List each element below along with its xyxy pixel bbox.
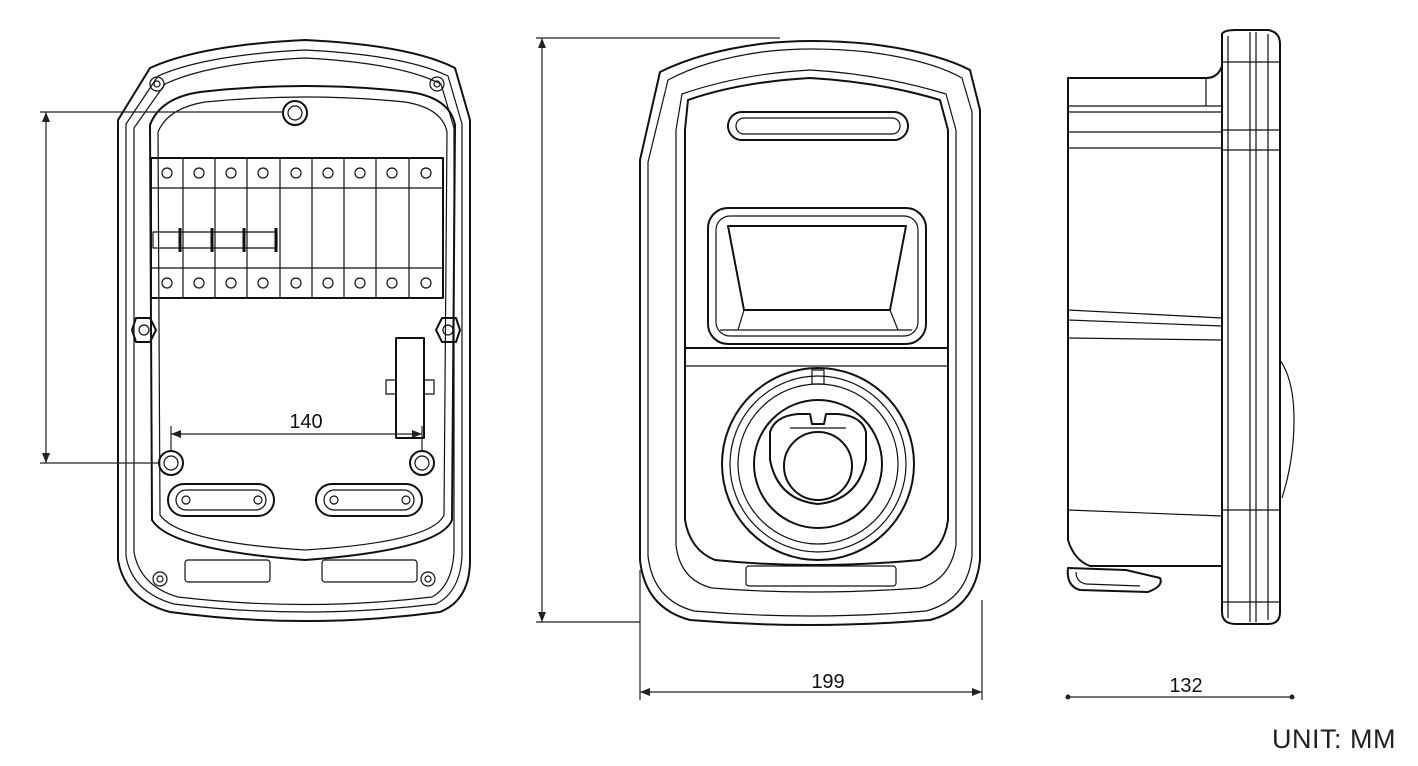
rear-outer-shell — [117, 39, 471, 622]
dimension-label-140: 140 — [289, 411, 322, 433]
cable-gland-icon — [167, 483, 423, 517]
dimension-horizontal-hole-spacing — [170, 426, 423, 451]
dimension-front-width — [639, 570, 983, 700]
rear-view: 140 — [40, 39, 471, 622]
charging-socket-icon — [721, 367, 915, 561]
side-holster — [1066, 567, 1162, 593]
rear-inner-tray — [149, 85, 456, 561]
led-indicator-bar — [727, 111, 909, 141]
circuit-breaker-rail — [150, 157, 444, 299]
front-view: 199 — [536, 37, 983, 700]
display-screen — [707, 207, 927, 345]
dimension-side-depth — [1065, 694, 1295, 700]
dimension-front-height — [536, 37, 780, 623]
dimension-vertical-hole-spacing — [40, 111, 283, 464]
side-lug-icon — [131, 317, 461, 343]
side-view: 132 — [1065, 29, 1295, 700]
front-face-panel — [684, 77, 949, 566]
mounting-hole-bottom-icon — [158, 450, 435, 476]
terminal-block — [385, 337, 435, 439]
dimension-label-132: 132 — [1169, 675, 1202, 697]
unit-label: UNIT: MM — [1272, 724, 1396, 754]
mounting-hole-top-icon — [282, 100, 308, 126]
side-housing — [1067, 65, 1223, 567]
corner-screw-icon — [149, 76, 445, 587]
side-front-plate — [1221, 29, 1281, 625]
dimension-label-199: 199 — [811, 671, 844, 693]
front-outer-shell — [639, 40, 981, 626]
